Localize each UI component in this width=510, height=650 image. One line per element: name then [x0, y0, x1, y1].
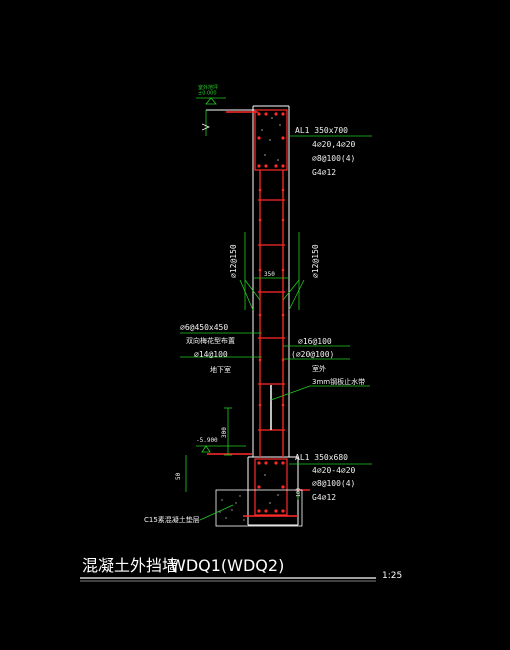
drawing-title-code: WDQ1(WDQ2) — [170, 556, 284, 575]
outer-side-label: 室外 — [312, 364, 326, 373]
base-cushion — [215, 489, 303, 527]
title-block: 混凝土外挡墙 WDQ1(WDQ2) 1:25 — [80, 556, 402, 582]
horizontal-rebar-outer-2: (⌀20@100) — [291, 350, 334, 359]
ground-level-text: 室外地坪±0.000 — [198, 84, 218, 97]
annotations: AL1 350x700 4⌀20,4⌀20 ⌀8@100(4) G4⌀12 ⌀1… — [144, 126, 365, 524]
ground-level-symbol: 室外地坪±0.000 — [196, 84, 256, 136]
bottom-beam-label: AL1 350x680 — [295, 453, 348, 462]
top-beam-label: AL1 350x700 — [295, 126, 348, 135]
inner-side-label: 地下室 — [210, 365, 231, 374]
dim-100: 100 — [296, 488, 302, 497]
bottom-beam-line3: G4⌀12 — [312, 493, 336, 502]
left-vertical-rebar: ⌀12@150 — [229, 244, 238, 278]
drawing-title: 混凝土外挡墙 — [82, 556, 178, 575]
top-beam — [226, 109, 288, 171]
dimension-lines — [180, 135, 372, 521]
wall-rebars — [258, 170, 285, 457]
drawing-scale: 1:25 — [382, 571, 402, 581]
waterstop-note: 3mm钢板止水带 — [312, 377, 365, 386]
right-vertical-rebar: ⌀12@150 — [311, 244, 320, 278]
bottom-beam-line1: 4⌀20-4⌀20 — [312, 466, 356, 475]
horizontal-rebar-outer-1: ⌀16@100 — [298, 337, 332, 346]
horizontal-rebar-inner: ⌀14@100 — [194, 350, 228, 359]
bottom-beam-line2: ⌀8@100(4) — [312, 479, 355, 488]
bottom-beam — [207, 453, 310, 517]
wall-outline — [247, 105, 299, 526]
wall-thickness: 350 — [264, 271, 275, 278]
dim-50: 50 — [175, 472, 182, 480]
tie-rebar-note: 双向梅花型布置 — [186, 336, 235, 345]
top-beam-line1: 4⌀20,4⌀20 — [312, 140, 356, 149]
cushion-note: C15素混凝土垫层 — [144, 515, 200, 524]
level-mark: -5.900 — [196, 437, 218, 444]
top-beam-line2: ⌀8@100(4) — [312, 154, 355, 163]
tie-rebar: ⌀6@450x450 — [180, 323, 228, 332]
wall-rebar-dots — [258, 188, 285, 407]
dim-300: 300 — [221, 427, 228, 438]
top-beam-line3: G4⌀12 — [312, 168, 336, 177]
